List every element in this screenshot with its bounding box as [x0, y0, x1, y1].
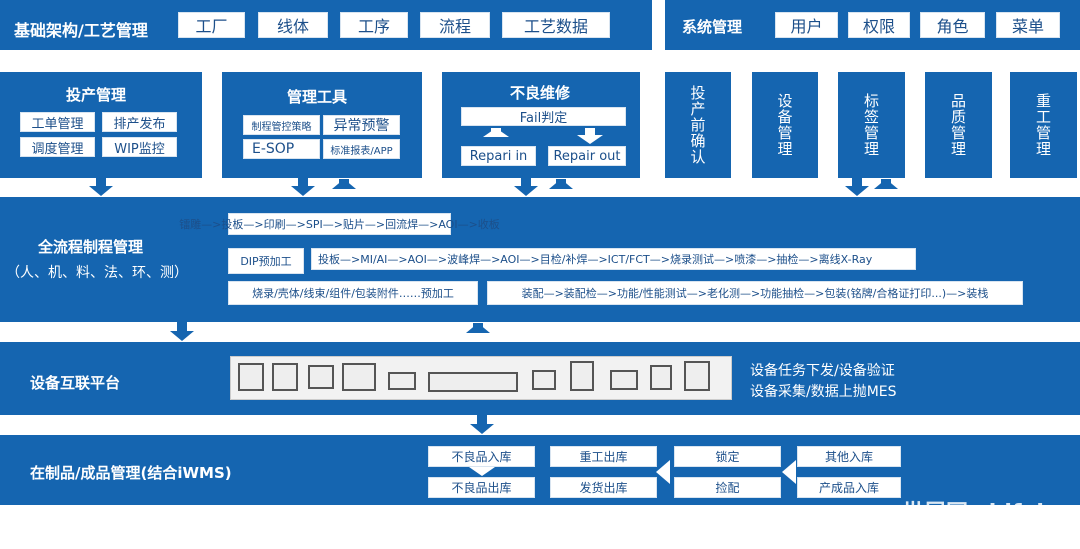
equipment-line2: 设备采集/数据上抛MES [750, 384, 897, 400]
down-arrow-icon [469, 467, 495, 476]
repair-fail-judgement[interactable]: Fail判定 [461, 107, 626, 126]
production-title: 投产管理 [66, 86, 127, 104]
dip-flow[interactable]: 投板—>MI/AI—>AOI—>波峰焊—>AOI—>目检/补焊—>ICT/FCT… [311, 248, 916, 270]
wms-title: 在制品/成品管理(结合iWMS) [30, 464, 232, 482]
sys-menu[interactable]: 菜单 [996, 12, 1060, 38]
wms-defect-in[interactable]: 不良品入库 [428, 446, 535, 467]
prod-wip[interactable]: WIP监控 [102, 137, 177, 157]
machine-icon [532, 370, 556, 390]
tools-title: 管理工具 [287, 88, 348, 106]
down-arrow-icon [845, 178, 869, 196]
wms-finished-in[interactable]: 产成品入库 [797, 477, 901, 498]
down-arrow-icon [89, 178, 113, 196]
tools-alert[interactable]: 异常预警 [323, 115, 400, 135]
process-title: 全流程制程管理 [38, 238, 144, 256]
repair-title: 不良维修 [510, 84, 571, 102]
machine-icon [650, 365, 672, 390]
module-rework[interactable]: 重工管理 [1010, 72, 1077, 178]
equipment-line1: 设备任务下发/设备验证 [750, 363, 895, 379]
wms-picking[interactable]: 捡配 [674, 477, 781, 498]
wms-lock[interactable]: 锁定 [674, 446, 781, 467]
machine-icon [308, 365, 334, 389]
module-equipment[interactable]: 设备管理 [752, 72, 818, 178]
down-arrow-icon [514, 178, 538, 196]
infra-flow[interactable]: 流程 [420, 12, 490, 38]
process-subtitle: （人、机、料、法、环、测） [6, 265, 188, 281]
left-arrow-icon [782, 460, 796, 484]
sys-users[interactable]: 用户 [775, 12, 838, 38]
equipment-title: 设备互联平台 [30, 374, 121, 392]
sys-permissions[interactable]: 权限 [848, 12, 910, 38]
dip-preprocess[interactable]: DIP预加工 [228, 248, 304, 274]
pre-process[interactable]: 烧录/壳体/线束/组件/包装附件……预加工 [228, 281, 478, 305]
down-arrow-icon [470, 415, 494, 434]
sys-roles[interactable]: 角色 [920, 12, 985, 38]
infra-factory[interactable]: 工厂 [178, 12, 245, 38]
wms-defect-out[interactable]: 不良品出库 [428, 477, 535, 498]
tools-strategy[interactable]: 制程管控策略 [243, 115, 320, 135]
prod-work-order[interactable]: 工单管理 [20, 112, 95, 132]
machine-icon [684, 361, 710, 391]
down-arrow-icon [170, 322, 194, 341]
machine-icon [342, 363, 376, 391]
up-arrow-icon [483, 128, 509, 137]
repair-out[interactable]: Repair out [548, 146, 626, 166]
wms-shipping-out[interactable]: 发货出库 [550, 477, 657, 498]
infra-line[interactable]: 线体 [258, 12, 328, 38]
tools-esop[interactable]: E-SOP [243, 139, 320, 159]
assembly-flow[interactable]: 装配—>装配检—>功能/性能测试—>老化测—>功能抽检—>包装(铭牌/合格证打印… [487, 281, 1023, 305]
up-arrow-icon [549, 179, 573, 189]
repair-in[interactable]: Repari in [461, 146, 536, 166]
wms-other-in[interactable]: 其他入库 [797, 446, 901, 467]
prod-dispatch[interactable]: 调度管理 [20, 137, 95, 157]
prod-schedule[interactable]: 排产发布 [102, 112, 177, 132]
infra-process-data[interactable]: 工艺数据 [502, 12, 610, 38]
reflow-oven-icon [428, 372, 518, 392]
module-preproduction-check[interactable]: 投产前确认 [665, 72, 731, 178]
machine-icon [610, 370, 638, 390]
smt-flow[interactable]: 镭雕—>投板—>印刷—>SPI—>贴片—>回流焊—>AOI—>收板 [179, 213, 500, 235]
module-labels[interactable]: 标签管理 [838, 72, 905, 178]
machine-icon [272, 363, 298, 391]
machine-icon [570, 361, 594, 391]
wms-rework-out[interactable]: 重工出库 [550, 446, 657, 467]
down-arrow-icon [577, 128, 603, 144]
module-quality[interactable]: 品质管理 [925, 72, 992, 178]
watermark: 世展网 shifair [902, 501, 1055, 526]
infrastructure-title: 基础架构/工艺管理 [14, 21, 148, 40]
up-arrow-icon [466, 323, 490, 333]
machine-icon [388, 372, 416, 390]
down-arrow-icon [291, 178, 315, 196]
up-arrow-icon [332, 179, 356, 189]
tools-reports[interactable]: 标准报表/APP [323, 139, 400, 159]
system-title: 系统管理 [682, 18, 743, 36]
infra-operation[interactable]: 工序 [340, 12, 408, 38]
machine-icon [238, 363, 264, 391]
left-arrow-icon [656, 460, 670, 484]
up-arrow-icon [874, 179, 898, 189]
